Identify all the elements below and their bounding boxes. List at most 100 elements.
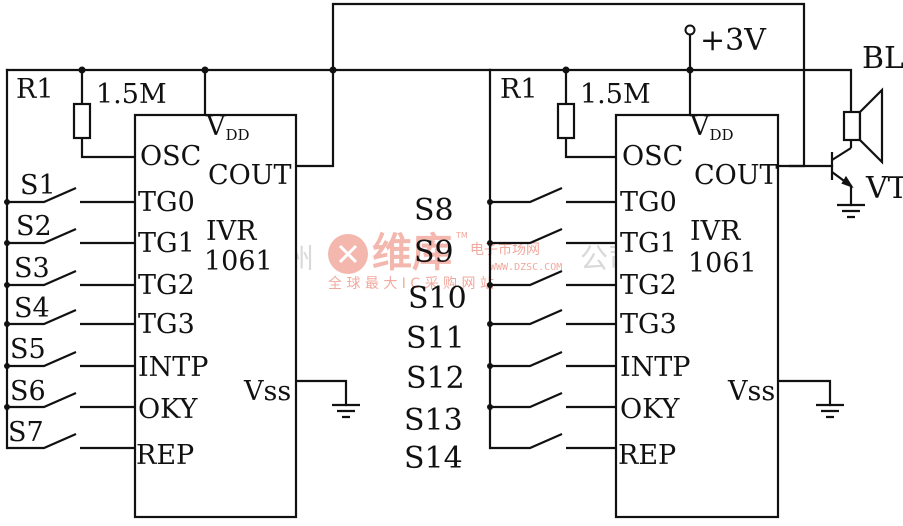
right-chip-name-line1: IVR	[690, 216, 741, 247]
junction-dot	[4, 240, 10, 246]
switch-label-s3: S3	[14, 253, 50, 284]
right-pin-tg3: TG3	[620, 309, 677, 340]
left-chip-name-line2: 1061	[204, 246, 273, 277]
right-chip-name-line2: 1061	[688, 248, 757, 279]
left-resistor-wire	[80, 68, 137, 159]
switch-label-s11: S11	[406, 321, 465, 356]
switch-label-s14: S14	[404, 441, 463, 476]
supply-label: +3V	[700, 23, 767, 58]
top-bus-right-wire	[488, 68, 853, 114]
speaker-magnet	[842, 110, 862, 142]
right-pin-tg1: TG1	[620, 228, 677, 259]
labels: +3V BL VT R1 1.5M VDD COUT IVR 1061 Vss …	[8, 23, 903, 476]
switch-s11	[490, 308, 616, 326]
right-pin-tg0: TG0	[620, 187, 677, 218]
left-cout-label: COUT	[208, 160, 292, 191]
switch-s14	[490, 432, 616, 450]
transistor-icon	[830, 147, 854, 189]
junction-dot	[487, 321, 493, 327]
left-pin-osc: OSC	[140, 141, 201, 172]
watermark-brand: 维库	[372, 230, 452, 276]
switch-s12	[490, 350, 616, 368]
switch-s6	[7, 391, 135, 409]
switch-label-s10: S10	[408, 281, 467, 316]
wiring	[5, 2, 853, 450]
switch-label-s6: S6	[10, 376, 46, 407]
right-chip	[614, 113, 780, 519]
right-vss-wire	[776, 379, 832, 407]
switch-s4	[7, 308, 135, 326]
left-pin-rep: REP	[136, 440, 194, 471]
right-pin-osc: OSC	[622, 141, 683, 172]
switch-s7	[7, 432, 135, 450]
right-vdd-label: VDD	[689, 111, 734, 144]
right-cout-label: COUT	[694, 160, 778, 191]
transistor-ground-icon	[837, 203, 865, 219]
speaker-label: BL	[862, 41, 903, 76]
junction-dot	[4, 404, 10, 410]
supply-terminal-icon	[684, 24, 696, 36]
watermark-url: WWW.DZSC.COM	[490, 262, 562, 273]
left-pin-tg1: TG1	[138, 228, 195, 259]
switch-label-s8: S8	[414, 193, 454, 228]
switch-label-s9: S9	[414, 235, 454, 270]
switch-s10	[490, 269, 616, 287]
left-chip	[133, 113, 298, 519]
right-resistor-value: 1.5M	[580, 79, 651, 110]
left-pin-intp: INTP	[138, 352, 208, 383]
switch-s2	[7, 227, 135, 245]
right-pin-intp: INTP	[620, 352, 690, 383]
left-vss-label: Vss	[243, 376, 291, 407]
left-chip-name-line1: IVR	[206, 216, 257, 247]
watermark-slogan: 全 球 最 大 I C 采 购 网 站	[328, 275, 494, 292]
left-pin-tg3: TG3	[138, 309, 195, 340]
right-pin-tg2: TG2	[620, 270, 677, 301]
speaker-icon	[842, 87, 884, 165]
switch-label-s2: S2	[16, 211, 52, 242]
left-ground-icon	[332, 403, 360, 419]
junctions	[4, 66, 694, 410]
watermark-logo-mark-icon	[338, 244, 358, 264]
watermark-brand-suffix: 电子市场网	[470, 241, 540, 258]
ground-symbols	[332, 203, 865, 419]
junction-dot	[487, 363, 493, 369]
switch-label-s5: S5	[10, 334, 46, 365]
junction-dot	[4, 282, 10, 288]
right-pin-oky: OKY	[620, 394, 681, 425]
junction-dot	[4, 199, 10, 205]
left-resistor-name: R1	[16, 74, 54, 105]
switch-s5	[7, 350, 135, 368]
left-switches	[7, 186, 135, 450]
watermark-trademark: TM	[455, 231, 468, 240]
left-pin-oky: OKY	[138, 394, 199, 425]
transistor-arrow	[841, 175, 854, 189]
transistor-collector	[831, 147, 852, 161]
switch-s9	[490, 227, 616, 245]
junction-dot	[487, 240, 493, 246]
left-pin-tg0: TG0	[138, 187, 195, 218]
transistor-label: VT	[865, 171, 903, 206]
junction-dot	[78, 66, 86, 74]
junction-dot	[4, 321, 10, 327]
switch-s3	[7, 269, 135, 287]
right-pin-rep: REP	[618, 440, 676, 471]
right-ground-icon	[816, 403, 844, 419]
left-vss-wire	[294, 379, 348, 407]
junction-dot	[487, 404, 493, 410]
switch-label-s12: S12	[406, 361, 465, 396]
switch-s13	[490, 391, 616, 409]
switch-label-s7: S7	[8, 417, 44, 448]
left-resistor	[72, 102, 92, 140]
junction-dot	[329, 66, 337, 74]
junction-dot	[201, 66, 209, 74]
junction-dot	[686, 66, 694, 74]
junction-dot	[562, 66, 570, 74]
left-vdd-label: VDD	[205, 111, 250, 144]
components	[72, 102, 780, 519]
switch-s1	[7, 186, 135, 204]
switch-label-s4: S4	[14, 293, 50, 324]
junction-dot	[487, 282, 493, 288]
junction-dot	[487, 199, 493, 205]
